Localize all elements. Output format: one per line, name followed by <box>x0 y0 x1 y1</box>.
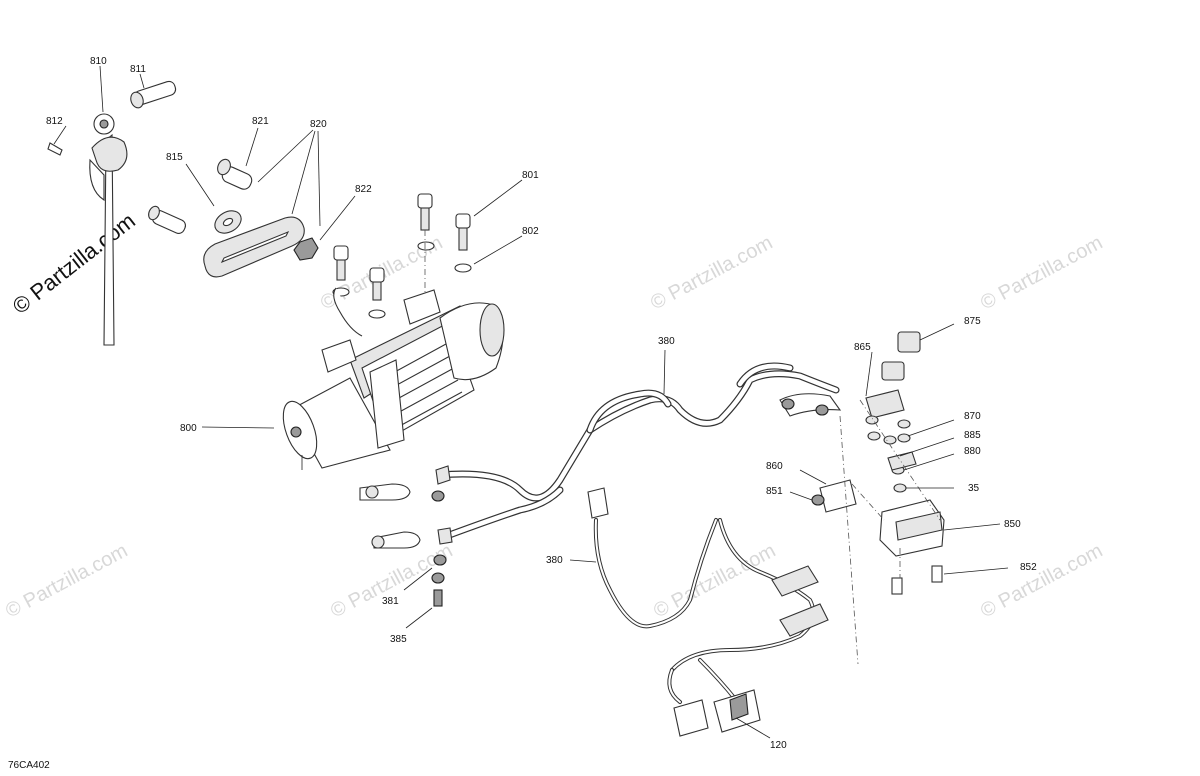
callout-380-upper: 380 <box>658 336 675 347</box>
mounting-bolts <box>332 179 523 319</box>
callout-800: 800 <box>180 423 197 434</box>
callout-381: 381 <box>382 596 399 607</box>
callout-810: 810 <box>90 56 107 67</box>
clevis-pin <box>130 73 177 109</box>
watermark-faint: © Partzilla.com <box>647 232 776 315</box>
watermark-main: © Partzilla.com <box>8 208 140 319</box>
callout-852: 852 <box>1020 562 1037 573</box>
callout-802: 802 <box>522 226 539 237</box>
watermark-faint: © Partzilla.com <box>650 540 779 623</box>
wiring-harness-lower <box>569 487 829 739</box>
wiring-harness-upper <box>359 349 840 629</box>
callout-815: 815 <box>166 152 183 163</box>
diagram-code: 76CA402 <box>8 760 50 771</box>
callout-870: 870 <box>964 411 981 422</box>
callout-35: 35 <box>968 483 980 494</box>
watermark-faint: © Partzilla.com <box>977 232 1106 315</box>
callout-380-lower: 380 <box>546 555 563 566</box>
callout-822: 822 <box>355 184 372 195</box>
watermark-faint: © Partzilla.com <box>977 540 1106 623</box>
callout-865: 865 <box>854 342 871 353</box>
callout-875: 875 <box>964 316 981 327</box>
contactor-assembly <box>779 323 1009 665</box>
callout-812: 812 <box>46 116 63 127</box>
callout-811: 811 <box>130 64 146 75</box>
callout-880: 880 <box>964 446 981 457</box>
callout-851: 851 <box>766 486 783 497</box>
callout-801: 801 <box>522 170 539 181</box>
callout-385: 385 <box>390 634 407 645</box>
callout-885: 885 <box>964 430 981 441</box>
callout-labels: 810 811 812 821 820 815 822 801 802 800 … <box>46 56 1037 751</box>
callout-821: 821 <box>252 116 269 127</box>
callout-120: 120 <box>770 740 787 751</box>
fairlead-assembly <box>148 127 356 278</box>
winch-hook-assembly <box>47 65 128 346</box>
callout-820: 820 <box>310 119 327 130</box>
winch-assembly <box>201 287 505 470</box>
watermark-faint: © Partzilla.com <box>2 540 131 623</box>
callout-850: 850 <box>1004 519 1021 530</box>
callout-860: 860 <box>766 461 783 472</box>
